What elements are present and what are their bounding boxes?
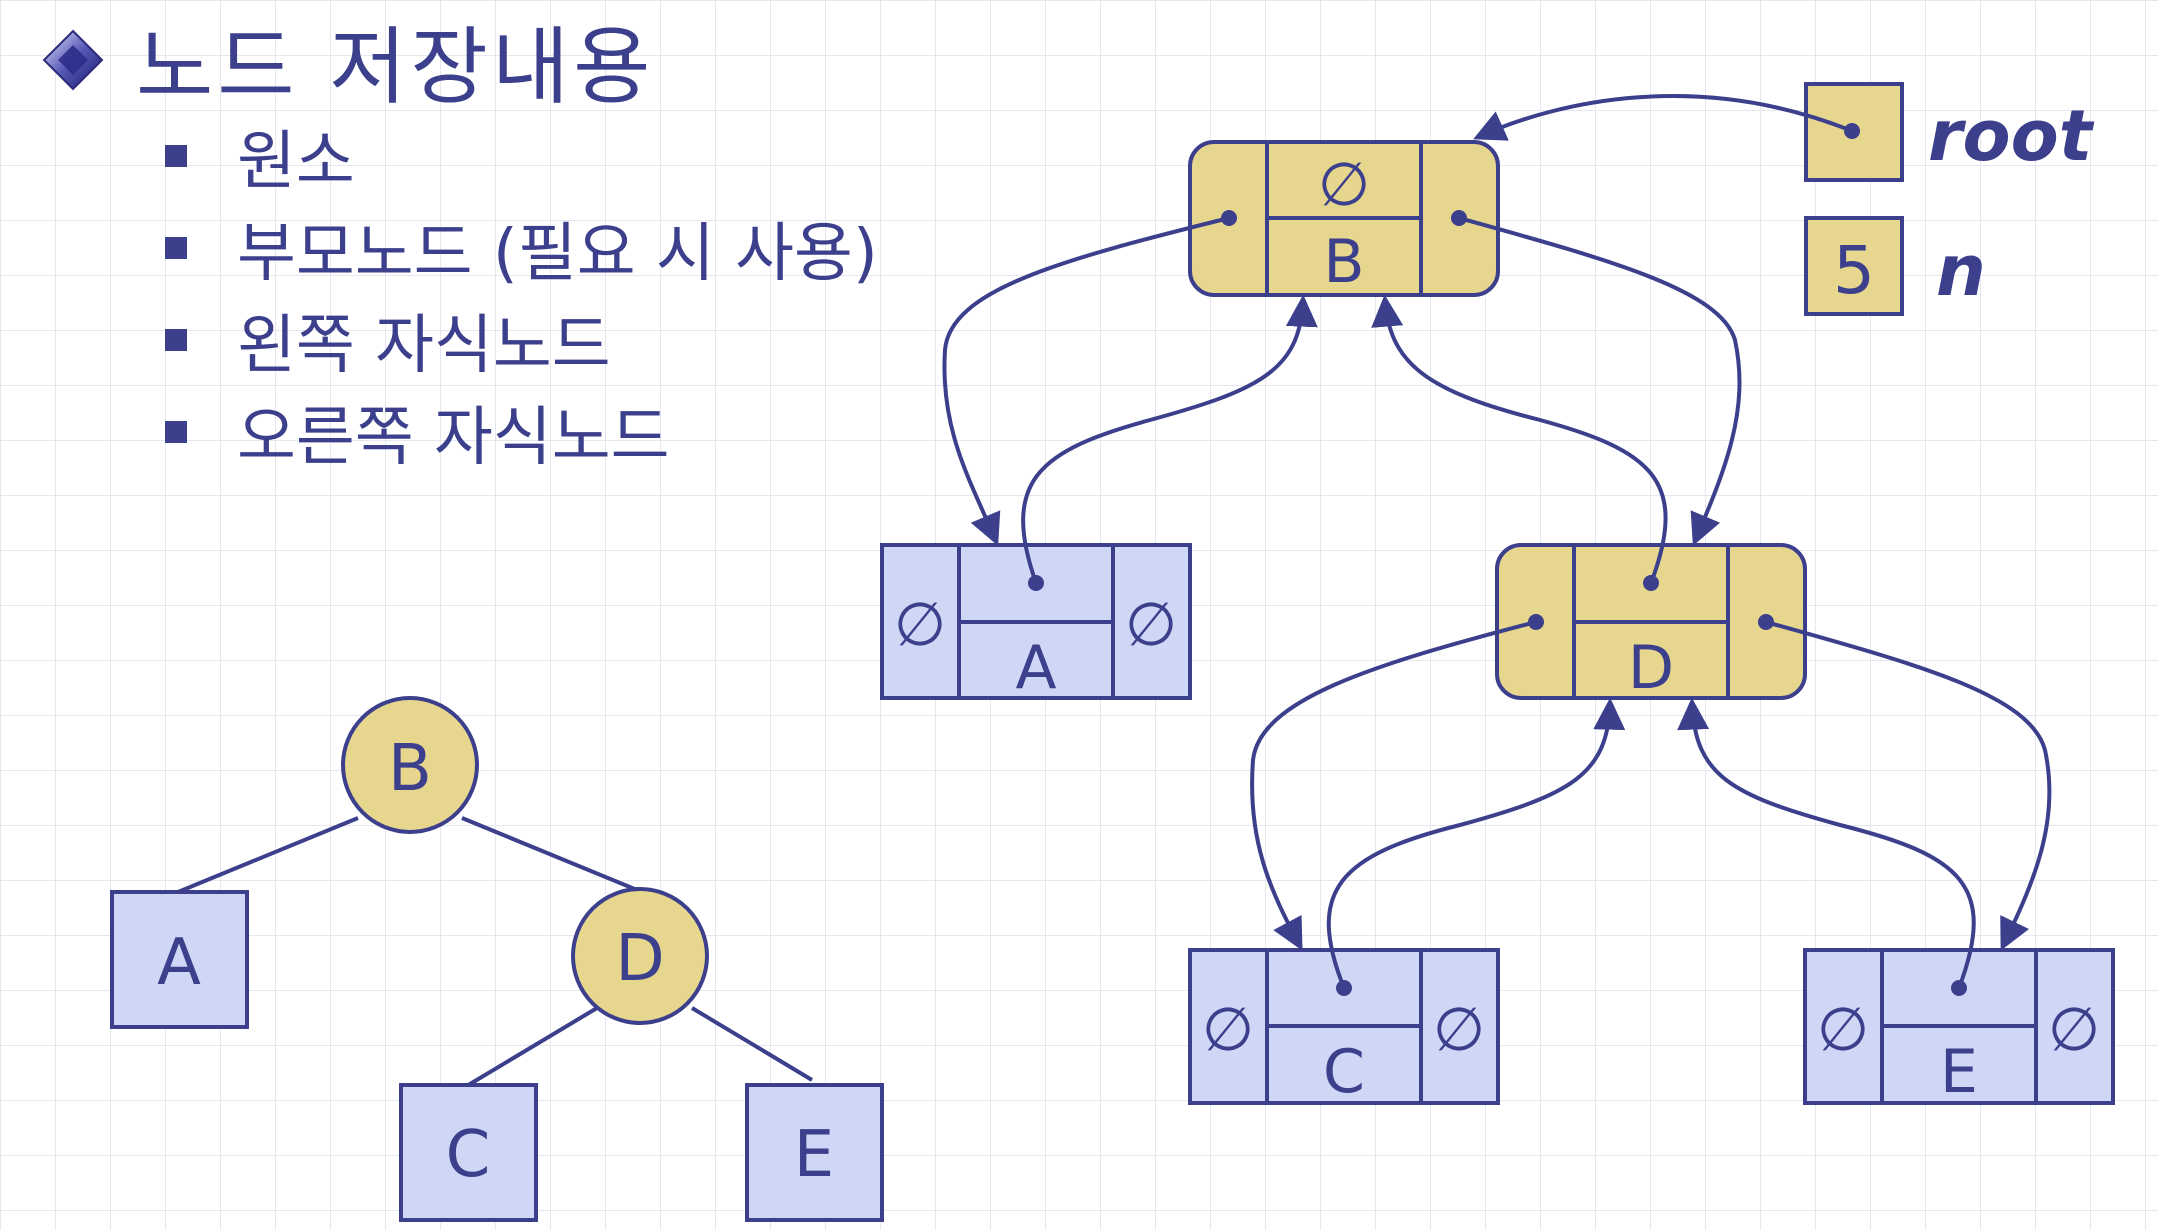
null-symbol: ∅ — [1817, 995, 1869, 1065]
tree-node-label: C — [446, 1118, 491, 1192]
right-child-arrow — [1765, 620, 2052, 951]
parent-arrow — [1371, 294, 1668, 584]
tree-leaf-e: E — [745, 1083, 884, 1222]
linked-node-e: E ∅ ∅ — [1803, 948, 2115, 1107]
null-symbol: ∅ — [1318, 150, 1370, 220]
n-value: 5 — [1833, 232, 1875, 309]
bullet-list: 원소 부모노드 (필요 시 사용) 왼쪽 자식노드 오른쪽 자식노드 — [165, 110, 878, 478]
left-child-arrow — [942, 216, 1230, 546]
bullet-text: 부모노드 (필요 시 사용) — [237, 217, 878, 291]
left-child-arrow — [1250, 620, 1537, 951]
tree-edge — [177, 816, 359, 894]
linked-node-c: C ∅ ∅ — [1188, 948, 1500, 1107]
root-pointer: root — [1804, 82, 2095, 182]
node-element: A — [1015, 633, 1056, 703]
linked-node-d: D — [1495, 543, 1807, 703]
node-element: E — [1940, 1037, 1978, 1107]
right-child-arrow — [1458, 216, 1742, 546]
null-symbol: ∅ — [1125, 590, 1177, 660]
title-text: 노드 저장내용 — [136, 17, 655, 116]
tree-edge — [690, 1006, 814, 1082]
tree-node-d: D — [571, 887, 709, 1025]
node-element: B — [1323, 227, 1364, 297]
size-counter: 5 n — [1804, 216, 1986, 316]
bullet-text: 왼쪽 자식노드 — [237, 309, 611, 383]
linked-node-a: A ∅ ∅ — [880, 543, 1192, 703]
tree-edge — [461, 816, 643, 894]
slide-title: 노드 저장내용 — [40, 10, 654, 116]
pointer-arrows — [942, 94, 2052, 989]
square-icon — [165, 145, 187, 167]
parent-arrow — [1021, 294, 1318, 584]
root-label: root — [1928, 95, 2095, 177]
bullet-item: 부모노드 (필요 시 사용) — [165, 202, 878, 294]
null-symbol: ∅ — [2048, 995, 2100, 1065]
tree-node-label: D — [615, 922, 664, 996]
square-icon — [165, 329, 187, 351]
simple-tree — [177, 816, 814, 1089]
null-symbol: ∅ — [894, 590, 946, 660]
square-icon — [165, 237, 187, 259]
tree-edge — [463, 1006, 599, 1089]
n-label: n — [1936, 230, 1986, 312]
bullet-text: 오른쪽 자식노드 — [237, 401, 670, 475]
bullet-text: 원소 — [237, 125, 355, 199]
node-element: C — [1323, 1037, 1365, 1107]
null-symbol: ∅ — [1202, 995, 1254, 1065]
parent-arrow — [1326, 697, 1626, 989]
square-icon — [165, 421, 187, 443]
bullet-item: 왼쪽 자식노드 — [165, 294, 878, 386]
bullet-item: 오른쪽 자식노드 — [165, 386, 878, 478]
root-arrow — [1473, 94, 1853, 141]
tree-leaf-c: C — [399, 1083, 538, 1222]
diamond-icon — [42, 29, 104, 91]
tree-node-label: E — [794, 1118, 834, 1192]
parent-arrow — [1677, 697, 1976, 989]
tree-leaf-a: A — [110, 890, 249, 1029]
node-element: D — [1628, 633, 1674, 703]
linked-node-b: ∅ B — [1188, 140, 1500, 297]
tree-node-b: B — [341, 696, 479, 834]
tree-node-label: B — [388, 732, 432, 806]
bullet-item: 원소 — [165, 110, 878, 202]
null-symbol: ∅ — [1433, 995, 1485, 1065]
tree-node-label: A — [157, 926, 201, 1000]
